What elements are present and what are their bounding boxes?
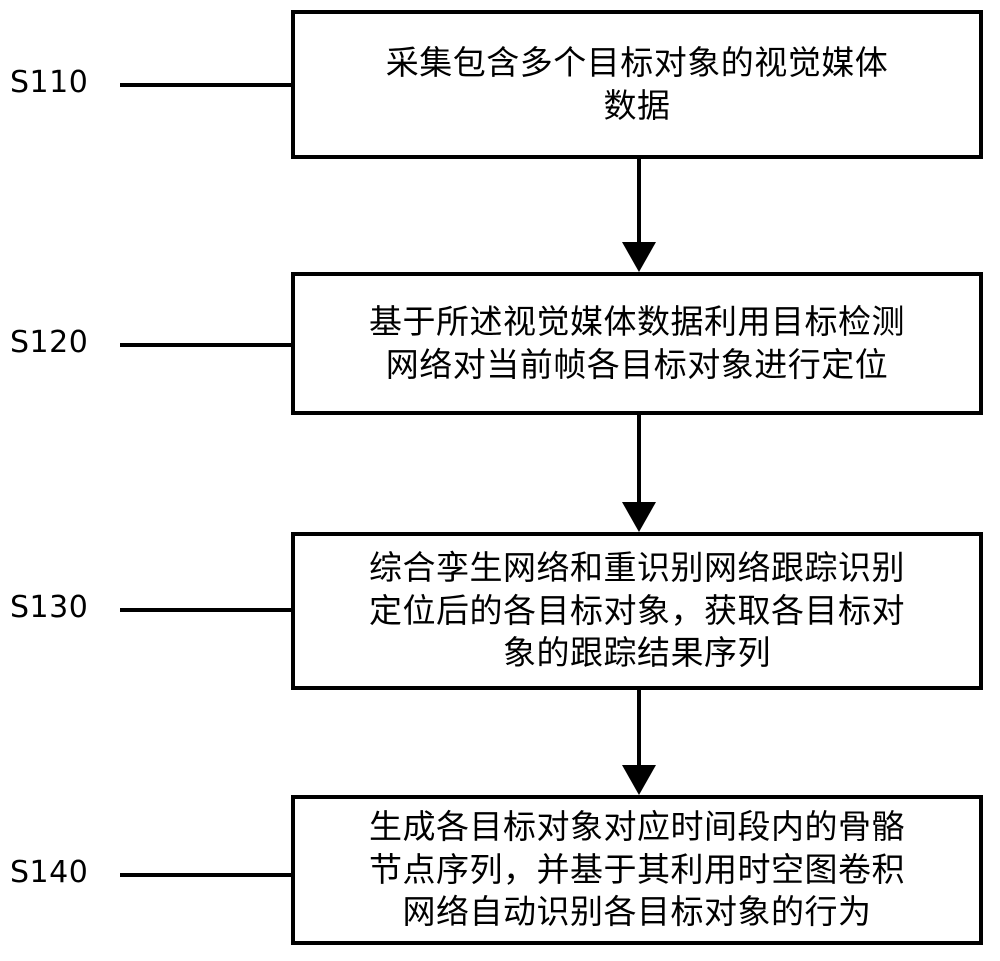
- process-box-s120[interactable]: 基于所述视觉媒体数据利用目标检测 网络对当前帧各目标对象进行定位: [291, 272, 983, 415]
- arrowhead-down-icon: [622, 242, 656, 272]
- leader-line-s140: [120, 873, 292, 877]
- leader-line-s120: [120, 343, 292, 347]
- connector-shaft: [637, 690, 641, 765]
- connector-shaft: [637, 415, 641, 502]
- step-label-s110: S110: [10, 65, 89, 100]
- process-text-s140: 生成各目标对象对应时间段内的骨骼 节点序列，并基于其利用时空图卷积 网络自动识别…: [369, 806, 905, 932]
- process-text-s120: 基于所述视觉媒体数据利用目标检测 网络对当前帧各目标对象进行定位: [369, 301, 905, 384]
- connector-s110-s120: [622, 159, 656, 272]
- connector-s130-s140: [622, 690, 656, 795]
- connector-shaft: [637, 159, 641, 242]
- leader-line-s110: [120, 83, 292, 87]
- arrowhead-down-icon: [622, 765, 656, 795]
- step-label-s140: S140: [10, 855, 89, 890]
- process-text-s130: 综合孪生网络和重识别网络跟踪识别 定位后的各目标对象，获取各目标对 象的跟踪结果…: [369, 547, 905, 673]
- step-label-s120: S120: [10, 325, 89, 360]
- connector-s120-s130: [622, 415, 656, 532]
- process-box-s110[interactable]: 采集包含多个目标对象的视觉媒体 数据: [291, 10, 983, 159]
- leader-line-s130: [120, 608, 292, 612]
- arrowhead-down-icon: [622, 502, 656, 532]
- process-box-s140[interactable]: 生成各目标对象对应时间段内的骨骼 节点序列，并基于其利用时空图卷积 网络自动识别…: [291, 795, 983, 945]
- process-text-s110: 采集包含多个目标对象的视觉媒体 数据: [385, 42, 889, 125]
- process-box-s130[interactable]: 综合孪生网络和重识别网络跟踪识别 定位后的各目标对象，获取各目标对 象的跟踪结果…: [291, 532, 983, 690]
- step-label-s130: S130: [10, 590, 89, 625]
